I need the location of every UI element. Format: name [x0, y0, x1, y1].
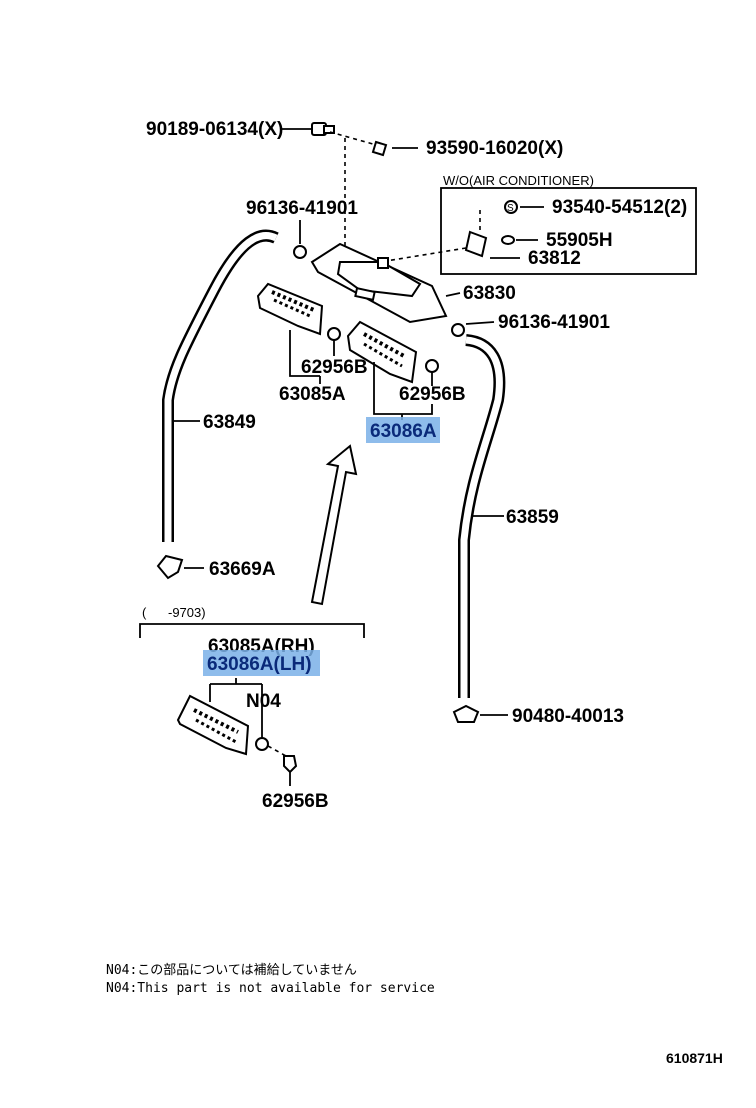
ac-option-box: W/O(AIR CONDITIONER) S — [379, 173, 697, 275]
hose-63849 — [162, 229, 279, 542]
label-63830: 63830 — [463, 283, 516, 304]
label-90480-40013: 90480-40013 — [512, 706, 624, 727]
housing-63830 — [310, 242, 461, 324]
highlight-63086A-LH — [203, 650, 320, 676]
label-range-9703: ( -9703) — [142, 605, 206, 620]
note-en: N04:This part is not available for servi… — [106, 981, 435, 996]
screw-62956B-a — [327, 327, 341, 356]
bolt-90189 — [282, 122, 335, 136]
highlight-63086A — [366, 417, 440, 443]
screw-93590 — [329, 131, 418, 157]
arrow-up-icon — [310, 444, 358, 606]
clip-96136-right — [451, 321, 495, 337]
label-63669A: 63669A — [209, 559, 276, 580]
label-96136-41901-right: 96136-41901 — [498, 312, 610, 333]
label-63086A-LH: 63086A(LH) — [207, 654, 312, 675]
label-63085A: 63085A — [279, 384, 346, 405]
hose-63859 — [458, 334, 506, 698]
screw-62956B-b — [425, 359, 439, 386]
label-90189-06134: 90189-06134(X) — [146, 119, 283, 140]
grommet-90480 — [452, 704, 508, 723]
ac-box-title: W/O(AIR CONDITIONER) — [443, 173, 594, 188]
label-63859: 63859 — [506, 507, 559, 528]
label-96136-41901-top: 96136-41901 — [246, 198, 358, 219]
vent-63086A-upper — [346, 320, 418, 384]
label-62956B-a: 62956B — [301, 357, 368, 378]
label-N04: N04 — [246, 691, 281, 712]
label-55905H: 55905H — [546, 230, 613, 251]
label-63849: 63849 — [203, 412, 256, 433]
screw-62956B-c — [283, 755, 298, 786]
note-jp: N04:この部品については補給していません — [106, 963, 357, 978]
label-62956B-c: 62956B — [262, 791, 329, 812]
label-63086A-highlight: 63086A — [370, 421, 437, 442]
diagram-code: 610871H — [666, 1050, 723, 1066]
label-62956B-b: 62956B — [399, 384, 466, 405]
label-93590-16020: 93590-16020(X) — [426, 138, 563, 159]
range-bracket — [139, 623, 365, 638]
clip-lower — [255, 737, 287, 757]
grommet-63669A — [156, 554, 204, 580]
clip-s-mark: S — [507, 203, 514, 214]
bracket-lower — [209, 678, 263, 742]
label-93540-54512: 93540-54512(2) — [552, 197, 687, 218]
label-63812: 63812 — [528, 248, 581, 269]
vent-63085A-upper — [256, 282, 324, 336]
vent-lower — [176, 694, 250, 756]
bracket-63085A — [289, 330, 321, 384]
clip-96136-top — [293, 220, 307, 259]
